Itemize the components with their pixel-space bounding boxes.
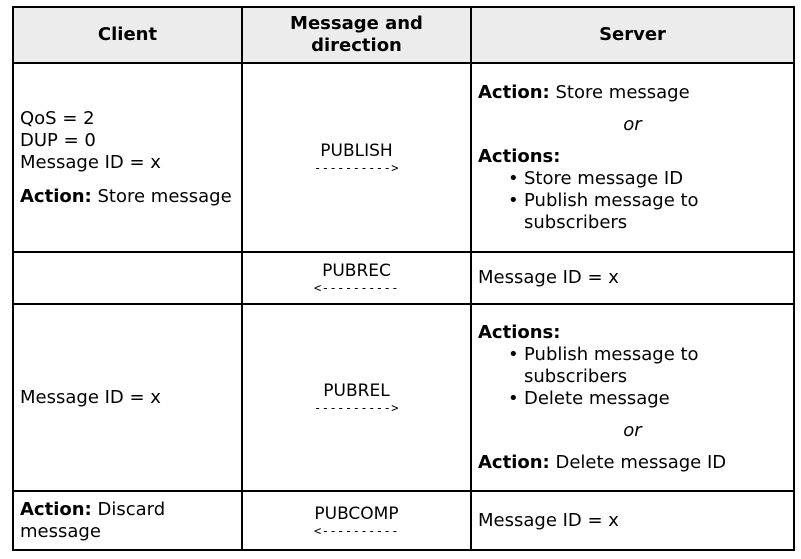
qos2-flow-table: Client Message and direction Server QoS … [12, 6, 795, 551]
row2-message-cell: PUBREC <---------- [241, 251, 472, 305]
client-message-id: Message ID = x [20, 151, 161, 173]
action-label: Action: [20, 498, 92, 520]
server-actions-list: Publish message to subscribers Delete me… [478, 344, 787, 410]
list-item: Publish message to subscribers [508, 344, 787, 388]
list-item: Delete message [508, 388, 787, 410]
server-actions-label: Actions: [478, 145, 561, 167]
row2-client-cell [12, 251, 243, 305]
action-text: Discard message [20, 498, 166, 542]
list-item: Publish message to subscribers [508, 190, 787, 234]
message-name-pubrec: PUBREC [322, 261, 391, 281]
row4-message-cell: PUBCOMP <---------- [241, 490, 472, 551]
client-qos: QoS = 2 [20, 107, 95, 129]
action-label: Action: [478, 451, 550, 473]
table-row: Action: Discard message PUBCOMP <-------… [12, 490, 795, 551]
row1-server-cell: Action: Store message or Actions: Store … [470, 62, 795, 253]
header-row: Client Message and direction Server [12, 6, 795, 64]
table-row: QoS = 2 DUP = 0 Message ID = x Action: S… [12, 62, 795, 253]
action-label: Action: [478, 81, 550, 103]
row1-message-cell: PUBLISH ----------> [241, 62, 472, 253]
client-header: Client [12, 6, 243, 64]
server-action: Action: Store message [478, 82, 787, 104]
row3-server-cell: Actions: Publish message to subscribers … [470, 303, 795, 492]
row2-server-cell: Message ID = x [470, 251, 795, 305]
server-action: Action: Delete message ID [478, 452, 787, 474]
or-separator: or [623, 113, 642, 135]
server-message-id: Message ID = x [478, 267, 619, 288]
message-name-pubrel: PUBREL [323, 380, 390, 401]
row3-message-cell: PUBREL ----------> [241, 303, 472, 492]
action-text: Store message [549, 81, 690, 103]
client-action: Action: Discard message [20, 499, 235, 543]
client-action: Action: Store message [20, 186, 235, 208]
server-header: Server [470, 6, 795, 64]
server-actions-label: Actions: [478, 321, 561, 343]
arrow-left-icon: <---------- [314, 523, 399, 538]
arrow-right-icon: ----------> [314, 160, 399, 175]
arrow-right-icon: ----------> [314, 400, 399, 415]
row1-client-cell: QoS = 2 DUP = 0 Message ID = x Action: S… [12, 62, 243, 253]
server-actions-list: Store message ID Publish message to subs… [478, 168, 787, 234]
client-dup: DUP = 0 [20, 129, 96, 151]
row4-server-cell: Message ID = x [470, 490, 795, 551]
table-row: PUBREC <---------- Message ID = x [12, 251, 795, 305]
table-row: Message ID = x PUBREL ----------> Action… [12, 303, 795, 492]
arrow-left-icon: <---------- [314, 281, 399, 295]
message-header: Message and direction [241, 6, 472, 64]
server-message-id: Message ID = x [478, 509, 619, 531]
message-name-pubcomp: PUBCOMP [314, 503, 399, 524]
row4-client-cell: Action: Discard message [12, 490, 243, 551]
list-item: Store message ID [508, 168, 787, 190]
message-name-publish: PUBLISH [320, 140, 393, 161]
client-message-id: Message ID = x [20, 386, 161, 408]
or-separator: or [623, 419, 642, 441]
row3-client-cell: Message ID = x [12, 303, 243, 492]
action-text: Delete message ID [549, 451, 727, 473]
action-text: Store message [91, 185, 232, 207]
action-label: Action: [20, 185, 92, 207]
